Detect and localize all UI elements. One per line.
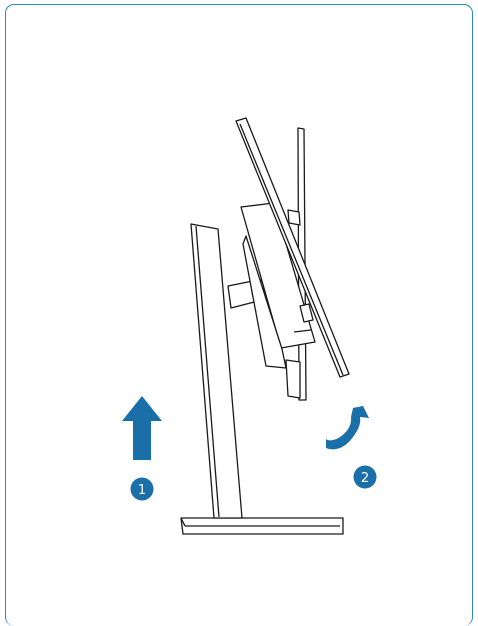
curved-arrow-tilt-icon [326,406,369,450]
stand-column [190,223,243,519]
monitor-tilted-position [235,117,350,378]
step-1-number: 1 [138,483,146,498]
step-1-group: 1 [122,396,162,501]
step-2-number: 2 [361,471,369,486]
arrow-up-icon [122,396,162,460]
stand-base [180,517,344,535]
step-2-badge [353,465,377,489]
step-1-badge [130,477,154,501]
step-2-group: 2 [326,406,377,489]
monitor-mount-bracket [240,202,316,369]
